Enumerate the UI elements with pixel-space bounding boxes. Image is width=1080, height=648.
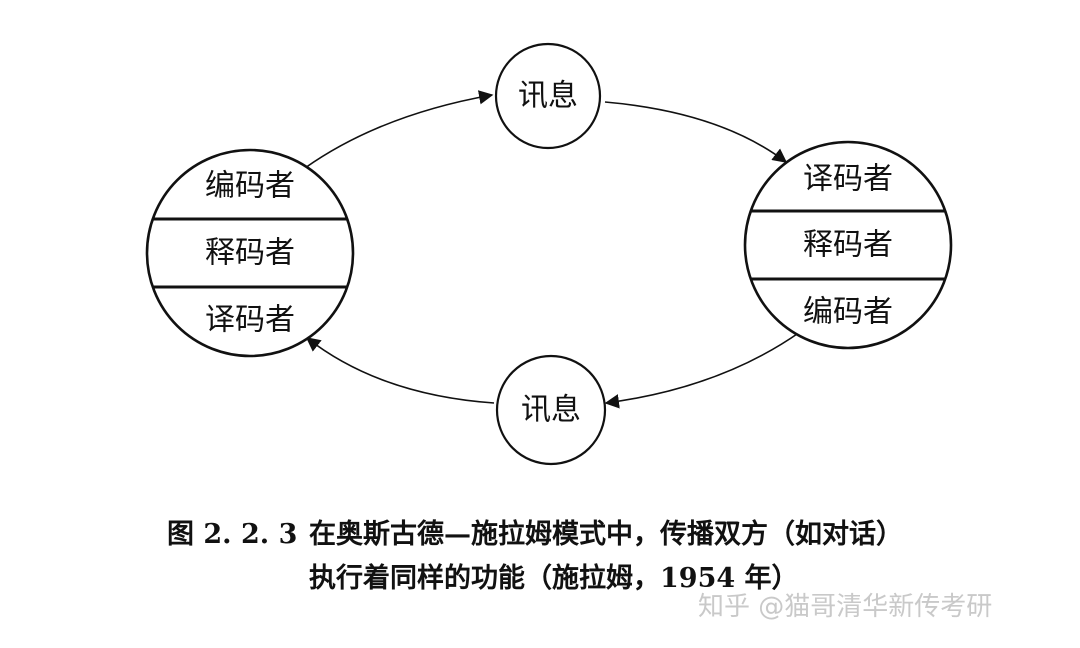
caption-text-1: 在奥斯古德—施拉姆模式中，传播双方（如对话） [309,519,903,550]
caption-line-2: 执行着同样的功能（施拉姆，1954 年） [309,563,799,594]
right-section-decoder: 译码者 [803,162,893,197]
message-label-top: 讯息 [518,79,578,114]
participant-left: 编码者 释码者 译码者 [145,148,355,358]
message-label-bottom: 讯息 [521,393,581,428]
message-node-top: 讯息 [494,42,602,150]
arc-top-message-to-right [604,101,788,163]
arc-right-to-bottom-message [604,331,801,409]
right-section-interpreter: 释码者 [803,228,893,263]
participant-right: 译码者 释码者 编码者 [743,140,953,350]
arc-left-to-top-message [304,90,494,169]
figure-caption: 图 2. 2. 3 在奥斯古德—施拉姆模式中，传播双方（如对话） 执行着同样的功能… [167,513,903,601]
left-section-decoder: 译码者 [205,303,295,338]
right-section-encoder: 编码者 [803,295,893,330]
caption-line-1: 图 2. 2. 3 在奥斯古德—施拉姆模式中，传播双方（如对话） [167,513,903,557]
message-node-bottom: 讯息 [495,354,607,466]
left-section-interpreter: 释码者 [205,236,295,271]
left-section-encoder: 编码者 [205,169,295,204]
figure-number: 图 2. 2. 3 [167,519,298,550]
arc-bottom-message-to-left [305,337,495,404]
watermark: 知乎 @猫哥清华新传考研 [698,592,993,622]
